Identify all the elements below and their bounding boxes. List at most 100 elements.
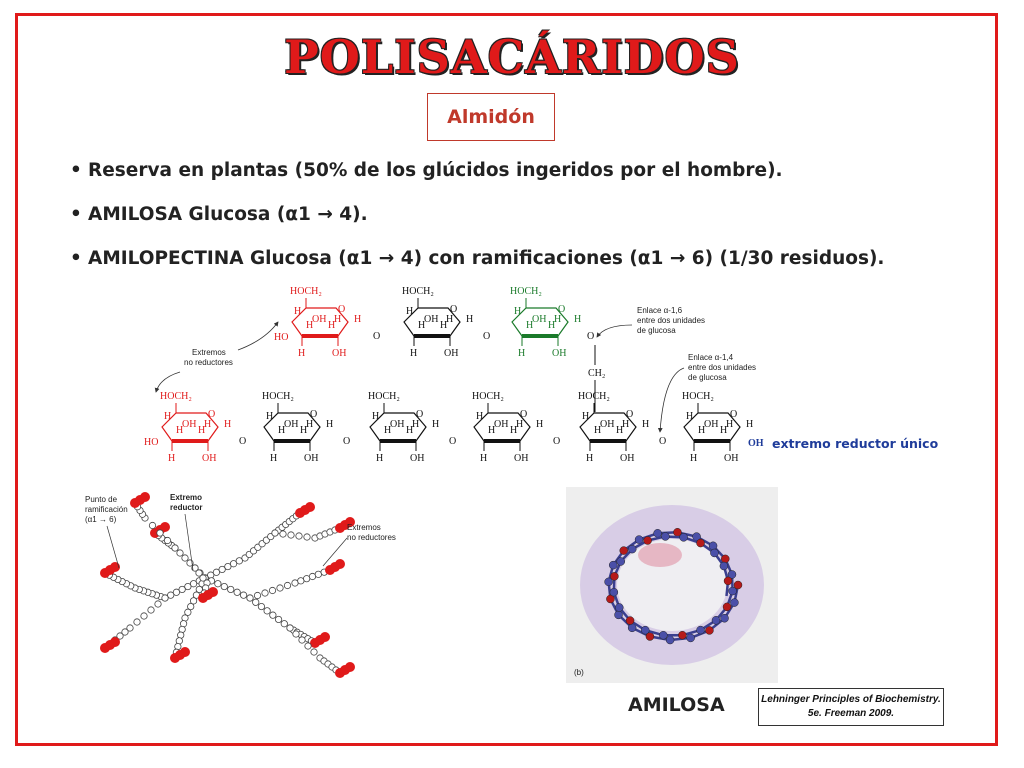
er-line2: reductor — [170, 503, 202, 512]
svg-text:H: H — [698, 425, 705, 436]
glycosidic-oxygen: O — [449, 436, 456, 447]
svg-text:O: O — [416, 409, 423, 420]
svg-text:H: H — [518, 348, 525, 359]
glycosidic-oxygen: O — [239, 436, 246, 447]
svg-text:H: H — [526, 320, 533, 331]
svg-text:H: H — [176, 425, 183, 436]
extremo-reductor-unico-label: extremo reductor único — [772, 436, 939, 451]
svg-text:H: H — [278, 425, 285, 436]
enlace14-line2: entre dos unidades — [688, 363, 756, 372]
slide-title: POLISACÁRIDOS — [284, 30, 740, 84]
svg-text:OH: OH — [390, 419, 404, 430]
subtitle-text: Almidón — [447, 106, 535, 128]
punto-line2: ramificación — [85, 505, 128, 514]
svg-text:H: H — [306, 419, 313, 430]
svg-text:H: H — [466, 314, 473, 325]
svg-text:OH: OH — [202, 453, 216, 464]
svg-text:H: H — [164, 411, 171, 422]
bullet-text: AMILOPECTINA Glucosa (α1 → 4) con ramifi… — [88, 248, 885, 269]
svg-text:OH: OH — [600, 419, 614, 430]
svg-text:H: H — [298, 348, 305, 359]
svg-text:H: H — [586, 453, 593, 464]
svg-text:H: H — [476, 411, 483, 422]
svg-text:OH: OH — [724, 453, 738, 464]
svg-text:H: H — [516, 419, 523, 430]
enr-line2: no reductores — [184, 358, 233, 367]
enlace16-line3: de glucosa — [637, 326, 676, 335]
branch-chain — [201, 574, 330, 648]
glycosidic-oxygen: O — [659, 436, 666, 447]
enlace16-line1: Enlace α-1,6 — [637, 306, 683, 315]
reducing-oh: OH — [748, 438, 764, 449]
svg-text:H: H — [594, 425, 601, 436]
branch-chain — [286, 624, 355, 678]
svg-text:O: O — [310, 409, 317, 420]
svg-text:H: H — [514, 306, 521, 317]
svg-text:O: O — [626, 409, 633, 420]
extremo-reductor-note: Extremo reductor — [170, 493, 202, 571]
svg-text:H: H — [354, 314, 361, 325]
svg-text:HOCH₂: HOCH₂ — [402, 286, 434, 297]
svg-text:OH: OH — [444, 348, 458, 359]
svg-text:H: H — [554, 314, 561, 325]
svg-text:H: H — [204, 419, 211, 430]
svg-text:H: H — [300, 425, 307, 436]
svg-text:O: O — [558, 304, 565, 315]
svg-text:HOCH₂: HOCH₂ — [682, 391, 714, 402]
svg-text:H: H — [488, 425, 495, 436]
panel-label: (b) — [574, 668, 584, 677]
extremos-no-reductores-branch-note: Extremos no reductores — [322, 523, 396, 567]
glycosidic-oxygen: O — [587, 331, 594, 342]
svg-text:OH: OH — [332, 348, 346, 359]
svg-text:H: H — [384, 425, 391, 436]
svg-text:H: H — [440, 320, 447, 331]
svg-text:O: O — [520, 409, 527, 420]
svg-text:HOCH₂: HOCH₂ — [290, 286, 322, 297]
svg-text:H: H — [690, 453, 697, 464]
branch-chain — [100, 562, 209, 602]
citation-line1: Lehninger Principles of Biochemistry. — [761, 694, 941, 705]
bullet-text: Reserva en plantas (50% de los glúcidos … — [88, 160, 783, 181]
punto-ramificacion-note: Punto de ramificación (α1 → 6) — [85, 495, 128, 569]
svg-text:OH: OH — [552, 348, 566, 359]
svg-text:H: H — [746, 419, 753, 430]
amylose-helix-image: (b) — [566, 487, 778, 683]
svg-text:OH: OH — [182, 419, 196, 430]
svg-text:H: H — [326, 419, 333, 430]
ch2-label: CH₂ — [588, 368, 605, 379]
svg-text:H: H — [548, 320, 555, 331]
svg-text:OH: OH — [620, 453, 634, 464]
svg-text:H: H — [270, 453, 277, 464]
glycosidic-oxygen: O — [343, 436, 350, 447]
svg-text:HOCH₂: HOCH₂ — [578, 391, 610, 402]
svg-text:H: H — [510, 425, 517, 436]
svg-text:HO: HO — [144, 437, 158, 448]
svg-text:O: O — [730, 409, 737, 420]
svg-text:H: H — [168, 453, 175, 464]
svg-text:OH: OH — [304, 453, 318, 464]
svg-text:H: H — [622, 419, 629, 430]
svg-text:H: H — [198, 425, 205, 436]
enrb-line1: Extremos — [347, 523, 381, 532]
glycosidic-oxygen: O — [483, 331, 490, 342]
bullet-item: •AMILOPECTINA Glucosa (α1 → 4) con ramif… — [70, 248, 885, 269]
svg-text:HOCH₂: HOCH₂ — [160, 391, 192, 402]
svg-text:OH: OH — [704, 419, 718, 430]
svg-text:H: H — [224, 419, 231, 430]
svg-text:O: O — [450, 304, 457, 315]
svg-text:H: H — [334, 314, 341, 325]
svg-text:OH: OH — [312, 314, 326, 325]
svg-text:H: H — [328, 320, 335, 331]
svg-text:OH: OH — [410, 453, 424, 464]
bullet-item: •AMILOSA Glucosa (α1 → 4). — [70, 204, 368, 225]
amylopectin-branch-diagram: Punto de ramificación (α1 → 6) Extremo r… — [85, 492, 396, 678]
bullet-item: •Reserva en plantas (50% de los glúcidos… — [70, 160, 783, 181]
